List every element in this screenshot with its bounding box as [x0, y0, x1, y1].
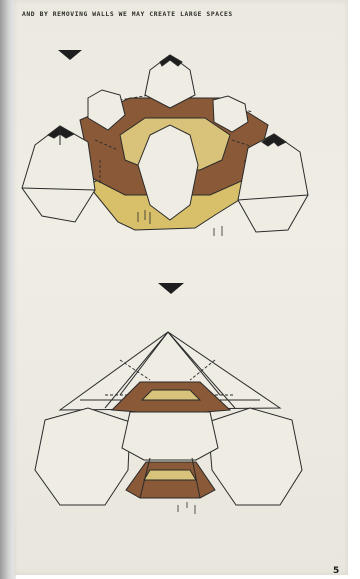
lower-left-hex-cell	[35, 408, 130, 505]
lower-right-hex-cell	[208, 408, 302, 505]
left-hex-cell	[22, 126, 95, 222]
top-diagram	[22, 55, 308, 236]
right-hex-cell	[238, 134, 308, 232]
page-number: 5	[333, 566, 339, 576]
arrow-down-icon	[158, 283, 184, 294]
arrow-down-icon	[58, 50, 82, 60]
bottom-diagram	[35, 332, 302, 514]
lower-center-hex-cell	[122, 412, 218, 460]
